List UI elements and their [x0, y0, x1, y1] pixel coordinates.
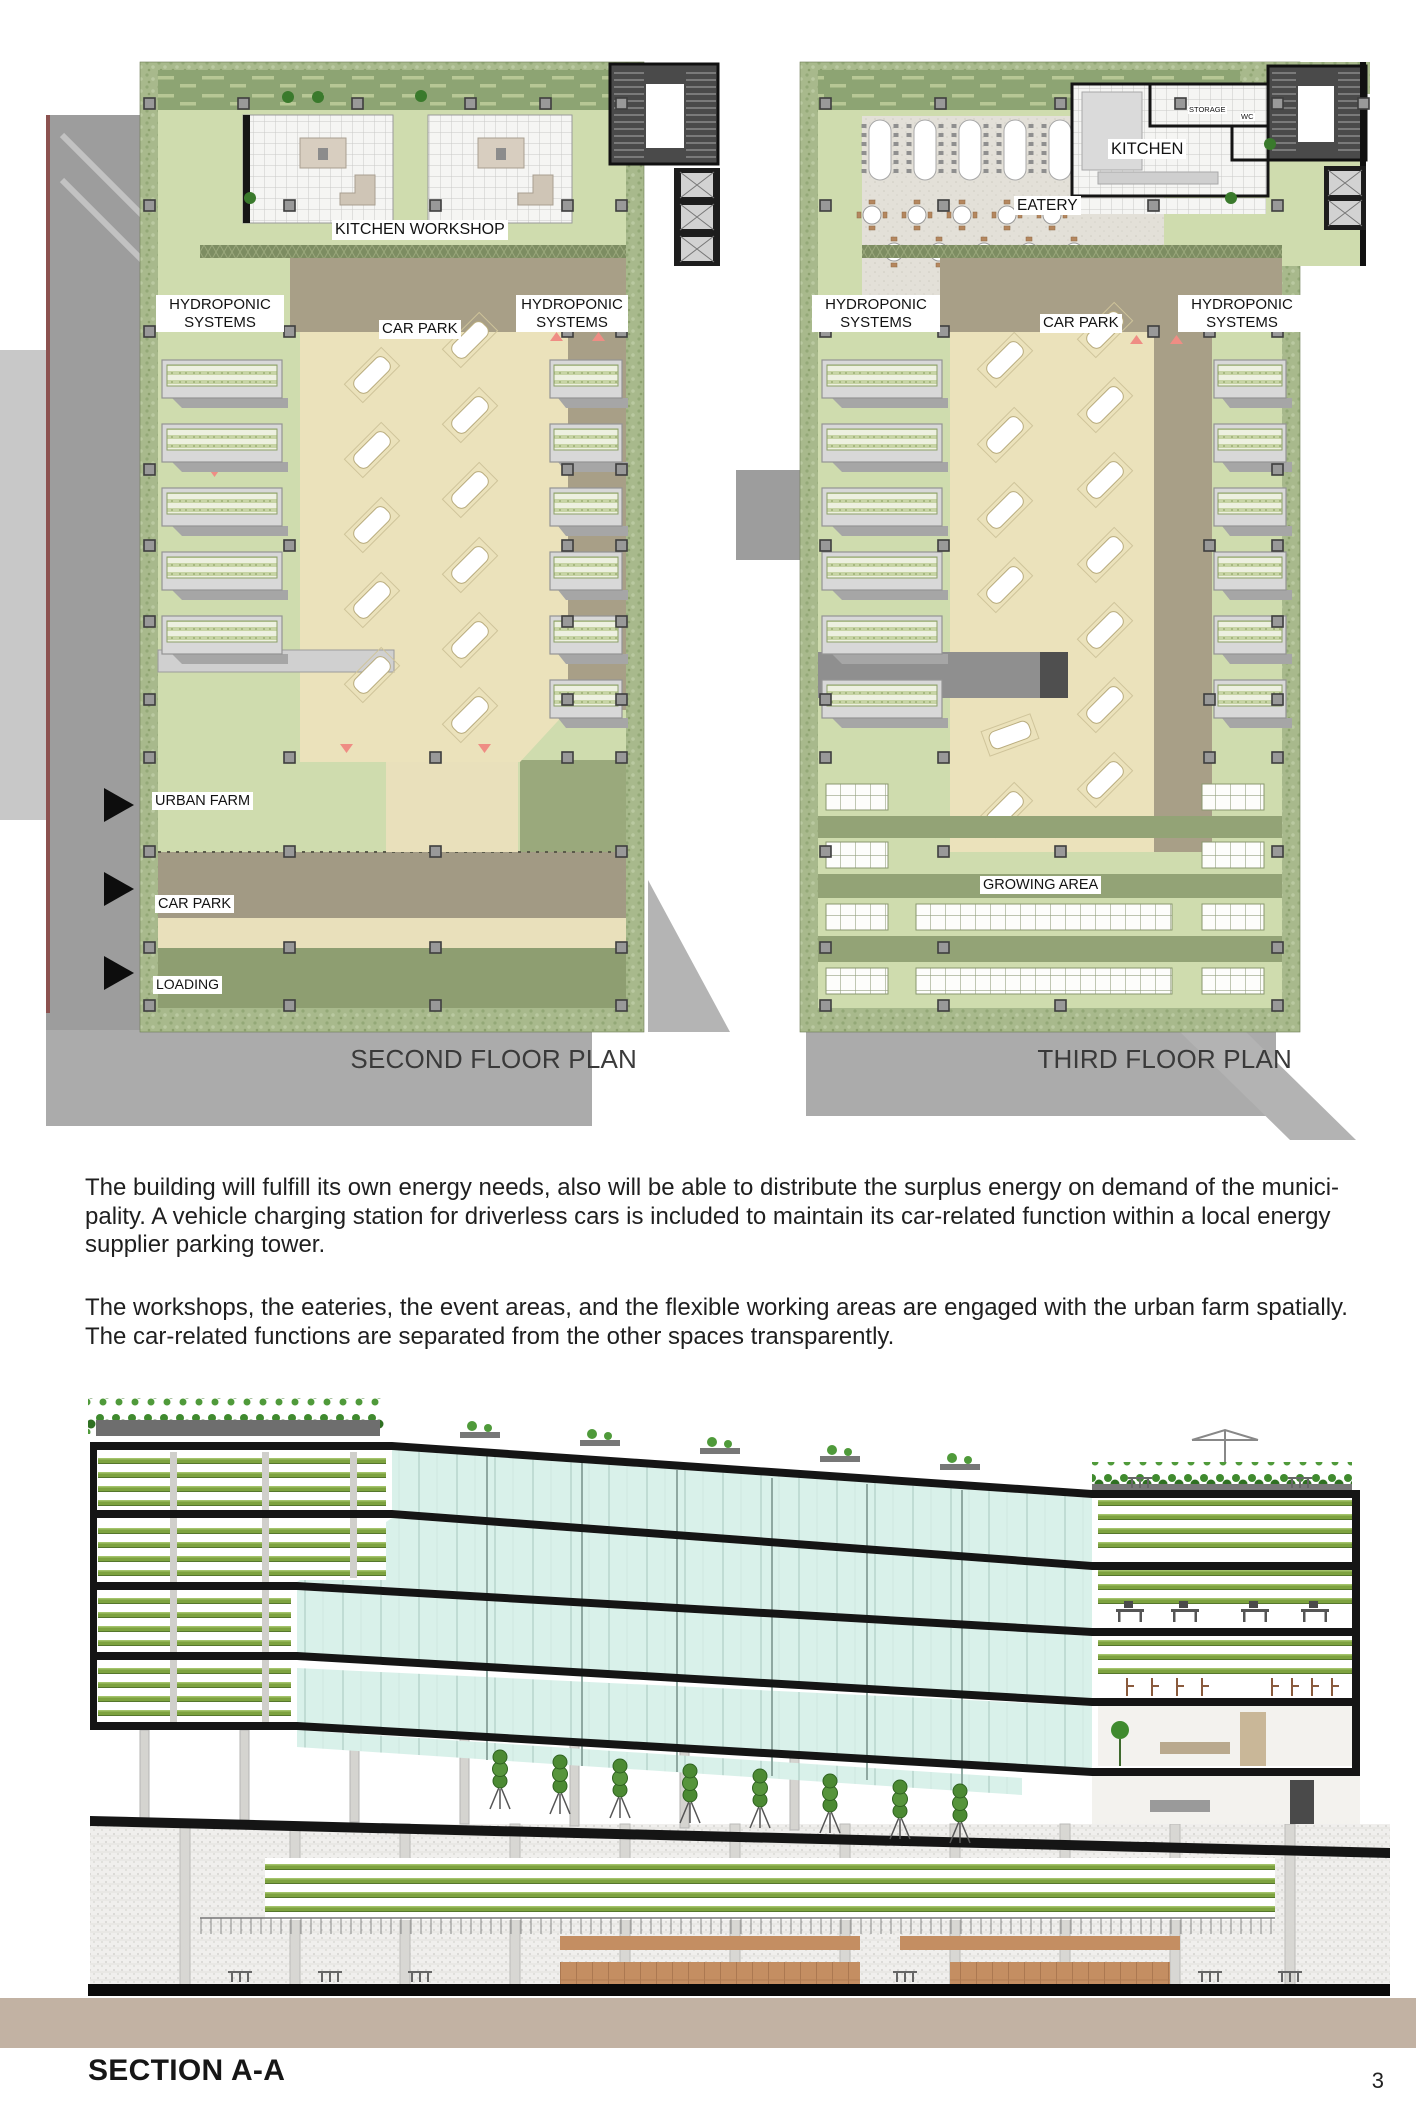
text-line: The car-related functions are separated … [85, 1322, 895, 1350]
text-line: pality. A vehicle charging station for d… [85, 1202, 1331, 1230]
floor-plans-drawing [0, 61, 1370, 1140]
second-floor-plan [104, 61, 720, 1033]
label-hydroponic-right-2f: HYDROPONIC SYSTEMS [516, 295, 628, 332]
text-line: The building will fulfill its own energy… [85, 1174, 1340, 1201]
text-line: The workshops, the eateries, the event a… [85, 1294, 1348, 1321]
label-growing-area: GROWING AREA [980, 876, 1102, 895]
section-drawing [88, 1398, 1390, 1996]
left-farm-block [88, 1398, 392, 1730]
third-floor-plan [799, 61, 1370, 1140]
label-kitchen-workshop: KITCHEN WORKSHOP [332, 220, 508, 240]
second-floor-plan-title: SECOND FLOOR PLAN [350, 1044, 637, 1074]
glass-atrium [297, 1450, 1092, 1795]
label-storage: STORAGE [1188, 105, 1227, 115]
label-hydroponic-left-3f: HYDROPONIC SYSTEMS [812, 295, 940, 332]
ground-strip [0, 1998, 1416, 2048]
label-car-park-2f: CAR PARK [379, 320, 461, 339]
label-hydroponic-right-3f: HYDROPONIC SYSTEMS [1178, 295, 1306, 332]
text-line: supplier parking tower. [85, 1231, 326, 1258]
right-block [1092, 1428, 1360, 1824]
label-car-park-3f: CAR PARK [1040, 314, 1122, 333]
description-paragraph-2: The workshops, the eateries, the event a… [85, 1294, 1348, 1351]
roof-planters [460, 1421, 980, 1470]
page-number: 3 [1371, 2068, 1384, 2093]
section-title: SECTION A-A [88, 2054, 286, 2087]
section-aa [88, 1398, 1390, 1996]
label-wc: WC [1240, 112, 1255, 122]
label-car-park-lower: CAR PARK [155, 895, 235, 914]
label-urban-farm: URBAN FARM [152, 792, 254, 811]
label-kitchen: KITCHEN [1108, 139, 1187, 160]
description-paragraph-1: The building will fulfill its own energy… [85, 1174, 1339, 1260]
kitchen-workshop-rooms [242, 90, 573, 224]
label-hydroponic-left-2f: HYDROPONIC SYSTEMS [156, 295, 284, 332]
third-floor-plan-title: THIRD FLOOR PLAN [1037, 1044, 1292, 1074]
roof-umbrella [1191, 1428, 1259, 1462]
label-loading: LOADING [153, 976, 223, 994]
stair-core [608, 62, 720, 266]
label-eatery: EATERY [1014, 196, 1081, 216]
